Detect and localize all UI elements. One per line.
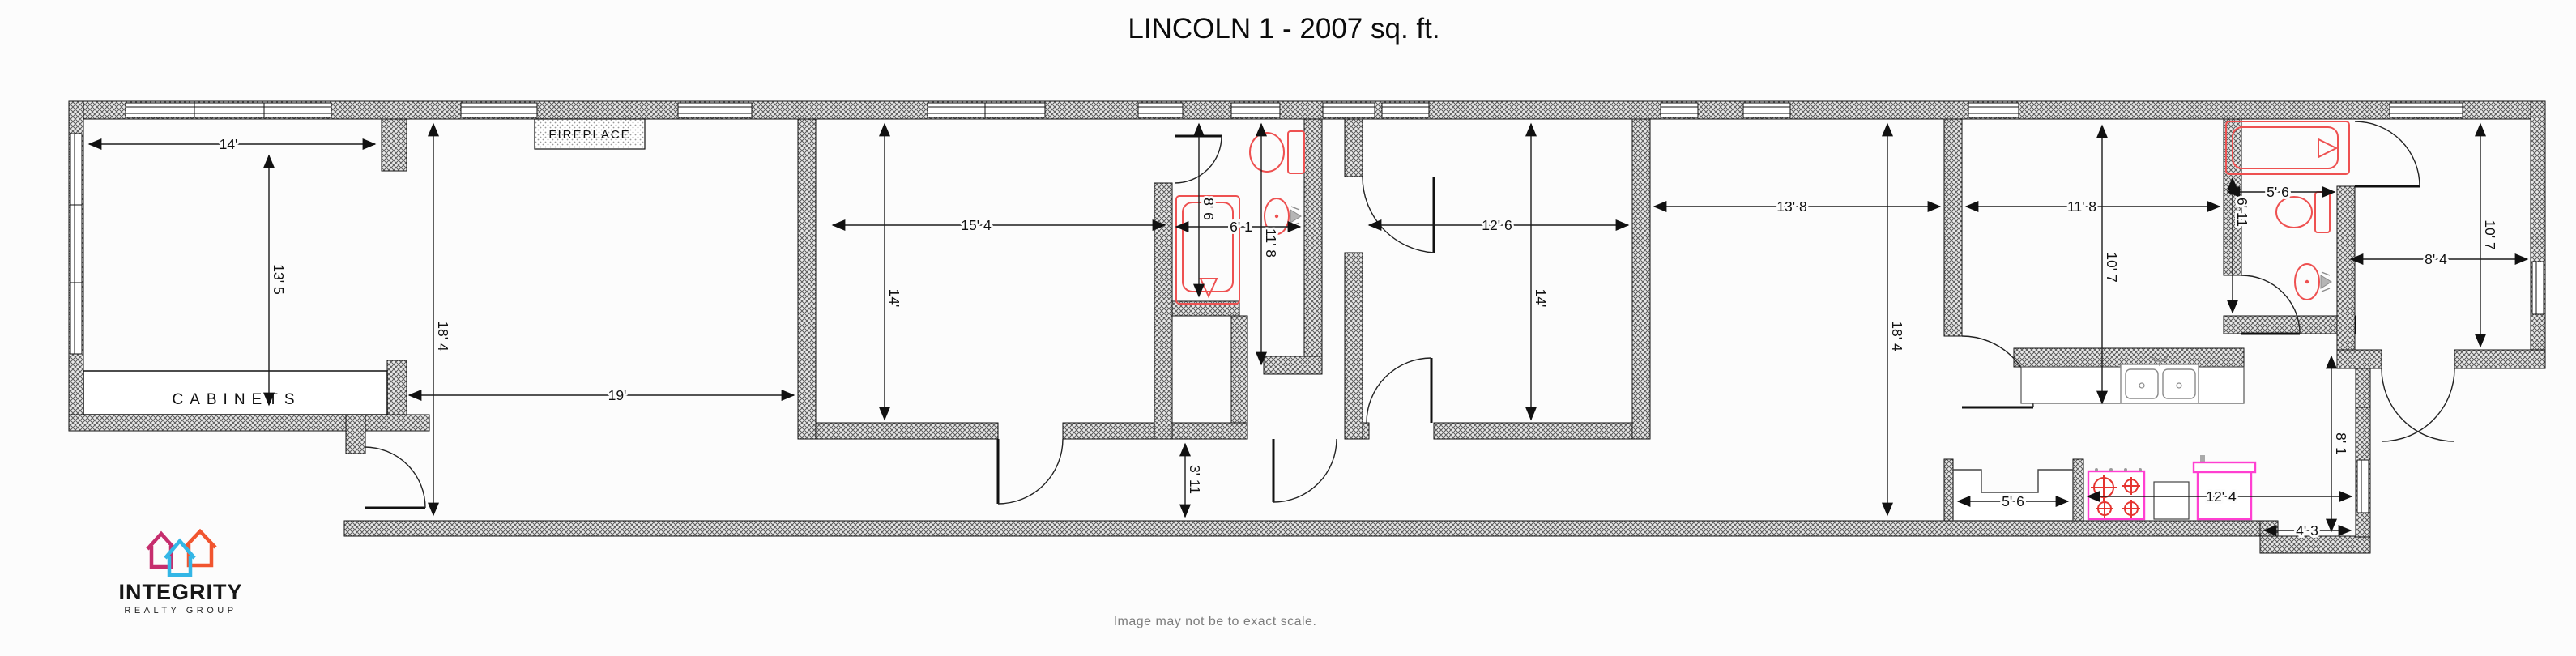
dimension-label: 14' [1533, 289, 1549, 308]
wall [1171, 422, 1248, 440]
wall [2072, 458, 2084, 522]
wall [343, 520, 2277, 537]
kitchen-cabinet [2153, 481, 2190, 520]
dimension-label: 15' 4 [961, 217, 992, 233]
dimension-label: 13' 5 [271, 264, 287, 294]
sink [2294, 263, 2332, 300]
disclaimer-text: Image may not be to exact scale. [1114, 615, 1317, 628]
wall [1303, 118, 1323, 375]
wall [1062, 422, 1155, 440]
logo-name: INTEGRITY [118, 580, 242, 604]
dimensions: 14' 13' 5 18' 4 19' 15' 4 14' 8' 6 6' 1 … [87, 122, 2529, 541]
dimension-label: 6' 1 [1230, 219, 1252, 235]
logo: INTEGRITY REALTY GROUP [118, 528, 242, 616]
wall [1344, 252, 1363, 440]
dimension-label: 10' 7 [2104, 252, 2120, 282]
door-swing [2381, 368, 2455, 442]
dimension-label: 6' 11 [2234, 198, 2250, 227]
wall [797, 118, 817, 440]
dimension-label: 8' 1 [2333, 432, 2349, 455]
fireplace-label: FIREPLACE [548, 128, 630, 142]
doors [364, 121, 2455, 509]
windows [70, 102, 2544, 513]
dimension-label: 3' 11 [1187, 465, 1203, 494]
door-swing [1366, 357, 1433, 424]
window [125, 102, 332, 118]
door-swing [1174, 134, 1222, 184]
dimension-label: 10' 7 [2482, 219, 2498, 249]
window [927, 102, 1046, 118]
wall [1433, 422, 1633, 440]
window [70, 133, 83, 355]
dimension-label: 13' 8 [1776, 198, 1806, 215]
window [460, 102, 538, 118]
wall [2336, 185, 2356, 351]
door-swing [996, 438, 1064, 505]
wall [1154, 182, 1173, 440]
wall [68, 100, 2546, 120]
window [1660, 102, 1699, 118]
dimension-label: 5' 6 [2267, 184, 2289, 200]
wall [1943, 458, 1954, 522]
dimension-label: 11' 8 [2067, 198, 2096, 215]
wall [345, 414, 366, 454]
window [2356, 459, 2369, 513]
fireplace: FIREPLACE [534, 118, 646, 150]
dimension-label: 14' [886, 289, 902, 308]
wall [386, 360, 407, 415]
door-swing [364, 446, 426, 509]
wall [1943, 118, 1963, 337]
dimension-label: 18' 4 [435, 321, 451, 351]
window [1230, 102, 1281, 118]
dimension-label: 14' [220, 136, 238, 152]
dimension-label: 4' 3 [2296, 522, 2318, 539]
cabinets: CABINETS [83, 370, 388, 415]
wall [1631, 118, 1651, 440]
wall [1171, 300, 1240, 317]
wall [1344, 118, 1363, 177]
dimension-label: 8' 6 [1201, 198, 1217, 220]
wall [68, 414, 430, 432]
wall [1362, 422, 1370, 440]
wall [381, 118, 407, 172]
wall [2454, 349, 2546, 369]
toilet [1249, 130, 1305, 174]
dimension-label: 12' 4 [2206, 488, 2237, 505]
wall [2259, 535, 2371, 554]
window [2389, 102, 2463, 118]
kitchen-sink [2120, 356, 2199, 404]
bathtub [1175, 195, 1240, 305]
dimension-label: 18' 4 [1889, 321, 1905, 351]
window [1968, 102, 2019, 118]
page-title: LINCOLN 1 - 2007 sq. ft. [1128, 13, 1439, 45]
door-swing [2241, 275, 2301, 335]
dimension-label: 5' 6 [2002, 493, 2024, 509]
dishwasher [2192, 455, 2257, 521]
bathtub [2225, 121, 2350, 175]
cabinets-label: CABINETS [172, 391, 301, 408]
logo-tagline: REALTY GROUP [124, 606, 237, 616]
window [1381, 102, 1430, 118]
dimension-label: 19' [608, 387, 627, 403]
wall [2336, 349, 2382, 369]
window [2531, 261, 2544, 315]
window [1742, 102, 1791, 118]
dimension-label: 11' 8 [1263, 228, 1279, 258]
window [677, 102, 753, 118]
wall [1263, 356, 1323, 375]
door-swing [1272, 438, 1337, 503]
dimension-label: 12' 6 [1482, 217, 1512, 233]
door-swing [2354, 121, 2420, 188]
kitchen-counter [1952, 469, 2074, 522]
wall [815, 422, 999, 440]
stove [2087, 468, 2146, 521]
wall [1230, 315, 1248, 440]
wall [2223, 315, 2356, 334]
door-swing [1362, 176, 1435, 253]
window [1137, 102, 1184, 118]
logo-houses-icon [146, 528, 217, 577]
window [1322, 102, 1375, 118]
dimension-label: 8' 4 [2425, 251, 2447, 267]
